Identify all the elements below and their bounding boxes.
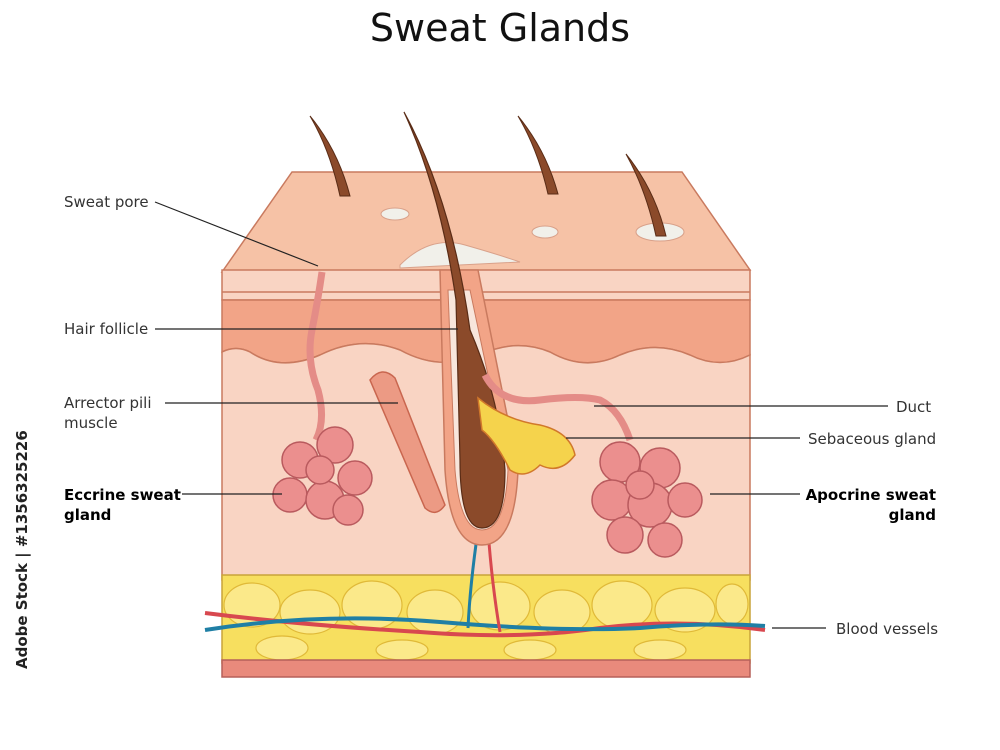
page-title: Sweat Glands [369, 6, 631, 50]
hair-center [517, 115, 559, 195]
epidermis-layer [221, 269, 751, 301]
apocrine-duct [481, 373, 634, 442]
hair-left [309, 115, 351, 197]
label-apocrine-line2: gland [888, 506, 936, 524]
label-arrector-pili-line2: muscle [64, 414, 118, 432]
stock-credit: Adobe Stock | #1356325226 [13, 430, 31, 669]
bottom-layer [221, 659, 751, 678]
label-sebaceous-gland: Sebaceous gland [808, 430, 937, 448]
label-eccrine-gland: Eccrine sweat gland [64, 485, 181, 525]
label-eccrine-line1: Eccrine sweat [64, 486, 181, 504]
label-sweat-pore: Sweat pore [64, 193, 149, 211]
surface-patches [380, 207, 685, 269]
hair-right [625, 153, 667, 237]
arrector-pili-muscle [369, 371, 446, 514]
label-hair-follicle: Hair follicle [64, 320, 149, 338]
sebaceous-gland-shape [477, 396, 576, 475]
leader-lines [154, 201, 888, 629]
label-apocrine-gland: Apocrine sweat gland [790, 485, 936, 525]
label-duct: Duct [896, 398, 932, 416]
label-blood-vessels: Blood vessels [836, 620, 939, 638]
label-arrector-pili-line1: Arrector pili [64, 394, 152, 412]
hair-shaft [403, 111, 506, 529]
apocrine-coil [591, 441, 703, 558]
eccrine-duct [306, 271, 326, 442]
eccrine-coil [272, 426, 373, 526]
artery [204, 611, 766, 638]
label-eccrine-line2: gland [64, 506, 112, 524]
vein [204, 616, 766, 632]
label-arrector-pili: Arrector pili muscle [64, 393, 152, 433]
label-apocrine-line1: Apocrine sweat [805, 486, 936, 504]
